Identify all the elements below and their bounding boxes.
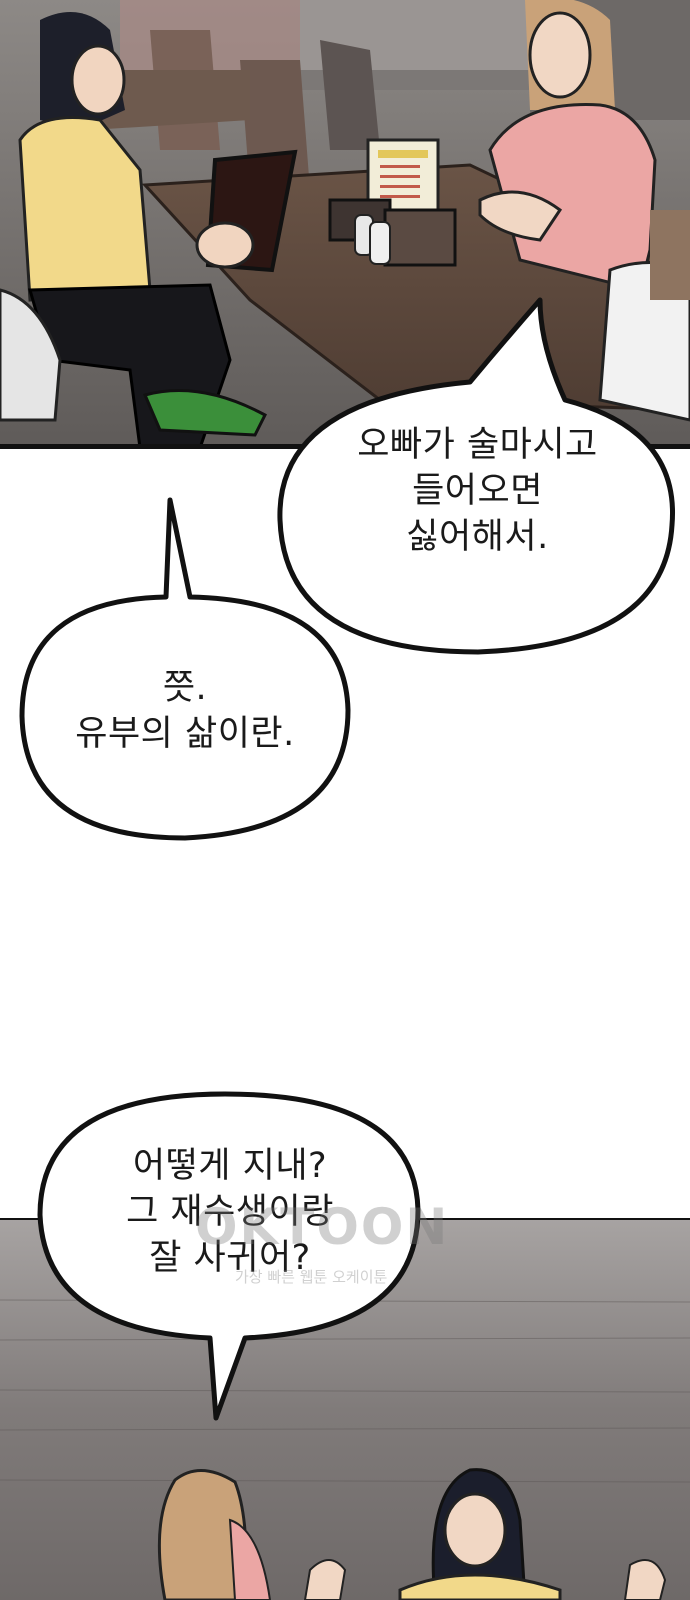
bubble-3-line-2: 그 재수생이랑 (126, 1192, 334, 1232)
bubble-1-line-3: 싫어해서. (406, 517, 549, 557)
speech-bubble-3-text: 어떻게 지내? 그 재수생이랑 잘 사귀어? (50, 1143, 410, 1281)
bubble-2-line-2: 유부의 삶이란. (75, 714, 295, 754)
bubble-1-line-2: 들어오면 (412, 471, 543, 511)
bubble-1-line-1: 오빠가 술마시고 (357, 425, 598, 465)
restaurant-illustration (0, 0, 690, 448)
watermark-logo: OKTOON (195, 1198, 450, 1256)
top-panel-restaurant-scene (0, 0, 690, 448)
bubble-2-line-1: 쯧. (162, 668, 208, 708)
speech-bubble-1-text: 오빠가 술마시고 들어오면 싫어해서. (295, 422, 660, 560)
bubble-3-line-1: 어떻게 지내? (132, 1146, 328, 1186)
speech-bubble-2-text: 쯧. 유부의 삶이란. (35, 665, 335, 757)
watermark-tagline: 가장 빠른 웹툰 오케이툰 (235, 1268, 388, 1286)
bubble-3-line-3: 잘 사귀어? (149, 1238, 311, 1278)
